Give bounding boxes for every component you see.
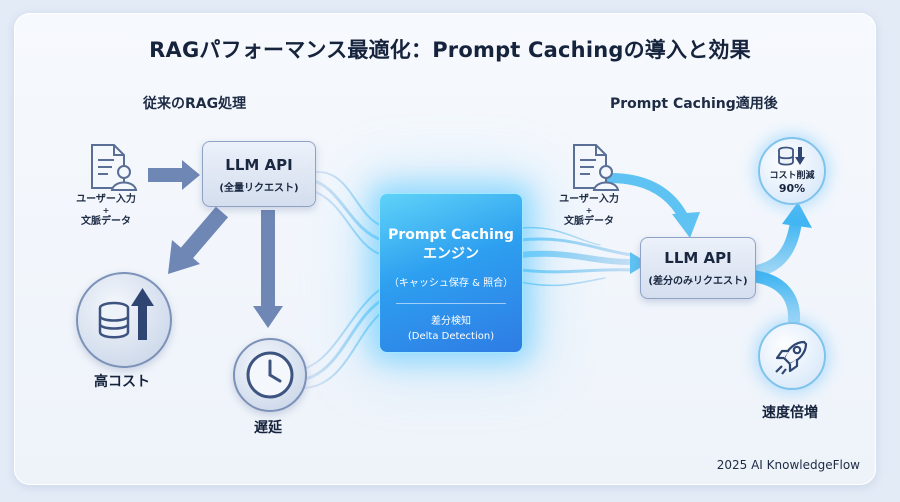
left-llm-title: LLM API <box>225 156 293 174</box>
document-user-icon-right <box>573 144 620 191</box>
left-input-label: ユーザー入力 + 文脈データ <box>64 193 148 229</box>
clock-icon <box>246 351 294 399</box>
left-input-line2: 文脈データ <box>81 216 131 227</box>
left-llm-api-box: LLM API (全量リクエスト) <box>202 141 316 207</box>
prompt-caching-engine: Prompt Caching エンジン （キャッシュ保存 & 照合） 差分検知 … <box>379 193 523 353</box>
engine-delta-line1: 差分検知 <box>431 316 471 327</box>
arrow-right-input-to-llm <box>605 173 700 238</box>
delay-circle <box>233 338 307 412</box>
engine-title-line1: Prompt Caching <box>388 227 514 243</box>
arrow-llm-to-delay <box>253 210 283 328</box>
engine-delta-line2: (Delta Detection) <box>407 331 495 342</box>
high-cost-label: 高コスト <box>94 374 150 390</box>
right-input-plus: + <box>585 206 593 215</box>
engine-title-line2: エンジン <box>423 246 479 262</box>
cost-reduction-circle: コスト削減 90% <box>758 137 826 205</box>
arrow-cost-arrowhead <box>782 202 812 228</box>
page-title: RAGパフォーマンス最適化：Prompt Cachingの導入と効果 <box>149 38 751 62</box>
engine-sub: （キャッシュ保存 & 照合） <box>388 278 514 289</box>
rocket-icon <box>775 340 808 375</box>
engine-output-arrowhead <box>630 252 648 274</box>
right-input-line2: 文脈データ <box>564 216 614 227</box>
speed-circle <box>758 322 826 390</box>
left-section-title: 従来のRAG処理 <box>143 96 247 112</box>
document-user-icon-left <box>91 144 138 191</box>
speed-label: 速度倍増 <box>762 405 818 421</box>
right-llm-api-box: LLM API (差分のみリクエスト) <box>640 237 756 299</box>
delay-label: 遅延 <box>254 420 282 436</box>
left-llm-sub: (全量リクエスト) <box>219 183 299 194</box>
arrow-llm-to-benefits <box>746 216 802 326</box>
arrow-input-to-llm <box>148 160 200 190</box>
engine-outflow-streams <box>517 226 635 287</box>
engine-inflow-streams <box>298 170 384 389</box>
engine-divider <box>396 303 506 304</box>
right-llm-title: LLM API <box>664 249 732 267</box>
right-input-label: ユーザー入力 + 文脈データ <box>547 193 631 229</box>
cost-line1: コスト削減 <box>769 171 815 181</box>
left-input-plus: + <box>102 206 110 215</box>
left-input-line1: ユーザー入力 <box>76 194 136 205</box>
right-input-line1: ユーザー入力 <box>559 194 619 205</box>
high-cost-circle <box>76 272 172 368</box>
database-up-icon <box>98 288 154 340</box>
database-down-icon <box>778 146 805 166</box>
cost-line2: 90% <box>778 182 806 195</box>
right-section-title: Prompt Caching適用後 <box>610 96 778 112</box>
footer-credit: 2025 AI KnowledgeFlow <box>716 458 860 472</box>
arrow-llm-to-highcost <box>168 206 229 274</box>
right-llm-sub: (差分のみリクエスト) <box>648 276 748 287</box>
